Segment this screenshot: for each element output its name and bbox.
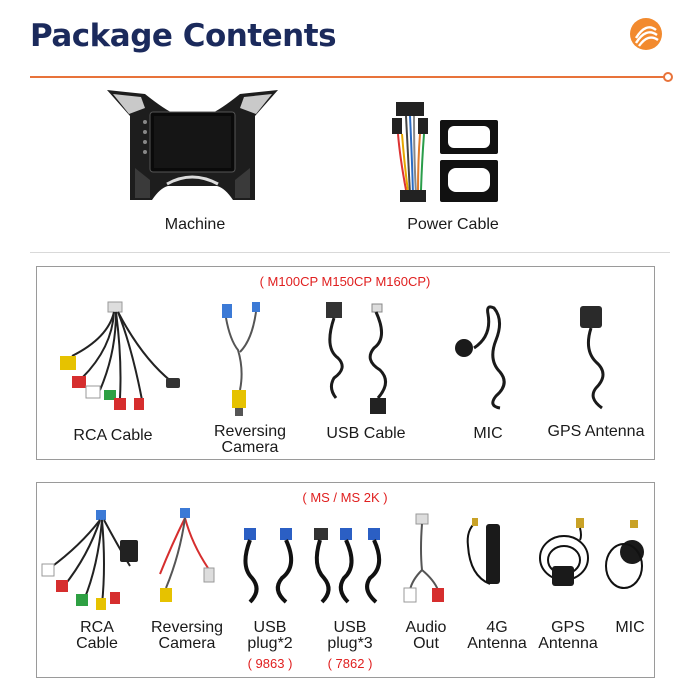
car-head-unit-icon — [107, 90, 278, 200]
4g-antenna-icon — [466, 518, 500, 585]
gps-antenna-icon — [539, 518, 589, 586]
accessory-group-m-series — [36, 266, 655, 460]
item-label-4g-antenna: 4G Antenna — [467, 619, 527, 652]
accessory-group-ms-series — [36, 482, 655, 678]
usb-plug-icon — [314, 528, 382, 604]
item-label-machine: Machine — [164, 216, 226, 233]
item-label-mic-2: MIC — [615, 619, 645, 636]
item-label-audio-out: Audio Out — [405, 619, 447, 652]
usb-plug-icon — [243, 528, 294, 604]
rca-cable-icon — [41, 510, 138, 610]
orange-coil-logo-icon — [630, 18, 662, 50]
variant-label-7862: ( 7862 ) — [327, 656, 373, 671]
header-divider-dot — [663, 72, 673, 82]
item-label-gps-antenna: GPS Antenna — [547, 423, 645, 440]
reversing-camera-cable-icon — [159, 508, 215, 602]
item-label-reversing-camera: Reversing Camera — [213, 423, 287, 456]
item-label-usb-plug-2: USB plug*2 — [247, 619, 293, 652]
gps-antenna-icon — [580, 306, 605, 410]
item-label-gps-antenna-2: GPS Antenna — [538, 619, 598, 652]
page-title: Package Contents — [30, 18, 337, 54]
item-label-usb-plug-3: USB plug*3 — [327, 619, 373, 652]
reversing-camera-cable-icon — [222, 302, 260, 416]
header-divider — [30, 76, 666, 78]
usb-cable-icon — [326, 302, 387, 414]
audio-out-cable-icon — [403, 513, 444, 603]
item-label-usb-cable: USB Cable — [326, 425, 406, 442]
variant-label-9863: ( 9863 ) — [247, 656, 293, 671]
item-label-reversing-camera-2: Reversing Camera — [150, 619, 224, 652]
rca-cable-icon — [60, 301, 180, 410]
item-label-rca-cable-2: RCA Cable — [76, 619, 118, 652]
power-harness-icon — [392, 102, 498, 202]
microphone-icon — [605, 520, 644, 589]
item-label-mic: MIC — [473, 425, 503, 442]
item-label-rca-cable: RCA Cable — [73, 427, 153, 444]
group-title-ms-series: ( MS / MS 2K ) — [302, 490, 388, 505]
item-label-power-cable: Power Cable — [407, 216, 499, 233]
group-title-m-series: ( M100CP M150CP M160CP) — [259, 274, 431, 289]
section-divider — [30, 252, 670, 253]
microphone-icon — [455, 305, 506, 410]
